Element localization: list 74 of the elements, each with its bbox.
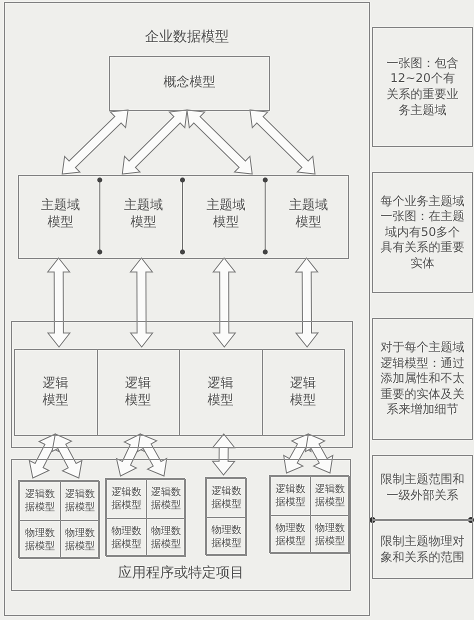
- box-label: 主题域模型: [123, 198, 164, 232]
- logical-band: [11, 321, 353, 448]
- model-group: [205, 477, 246, 555]
- box-label: 逻辑数据模型: [24, 488, 56, 514]
- data-model-cell: [270, 476, 311, 516]
- note-box: [372, 520, 473, 579]
- data-model-cell: [310, 476, 350, 516]
- double-arrow: [304, 433, 334, 474]
- note-box: [372, 455, 473, 520]
- data-model-cell: [146, 518, 186, 557]
- logical-model-box: [179, 349, 262, 436]
- note-box: [372, 172, 473, 293]
- data-model-cell: [60, 520, 100, 559]
- box-label: 物理数据模型: [24, 526, 56, 552]
- box-label: 主题域模型: [206, 198, 246, 232]
- data-model-cell: [106, 479, 147, 519]
- box-label: 物理数据模型: [211, 524, 242, 550]
- logical-model-box: [96, 349, 180, 436]
- model-group: [18, 480, 99, 558]
- data-model-cell: [146, 479, 186, 519]
- logical-model-box: [262, 349, 345, 436]
- data-model-cell: [310, 515, 350, 554]
- box-label: 主题域模型: [40, 198, 81, 232]
- double-arrow: [129, 257, 154, 348]
- box-label: 逻辑数据模型: [64, 488, 96, 514]
- double-arrow: [46, 257, 71, 348]
- double-arrow: [249, 109, 316, 175]
- box-label: 限制主题物理对象和关系的范围: [379, 534, 466, 566]
- data-model-cell: [206, 478, 247, 518]
- box-label: 应用程序或特定项目: [118, 564, 244, 582]
- data-model-cell: [19, 520, 60, 559]
- double-arrow: [62, 109, 129, 175]
- double-arrow: [212, 433, 236, 476]
- box-label: 物理数据模型: [111, 524, 142, 550]
- box-label: 主题域模型: [288, 198, 329, 232]
- box-label: 逻辑模型: [124, 376, 152, 410]
- double-arrow: [212, 257, 236, 348]
- double-arrow: [186, 109, 253, 175]
- box-label: 物理数据模型: [314, 522, 346, 548]
- box-label: 逻辑数据模型: [111, 486, 142, 512]
- double-arrow: [51, 433, 83, 479]
- box-label: 一张图：包含12~20个有关系的重要业务主题域: [385, 56, 460, 118]
- double-arrow: [294, 257, 320, 348]
- double-arrow: [122, 109, 188, 175]
- model-group: [269, 475, 349, 553]
- box-label: 逻辑数据模型: [211, 485, 242, 511]
- box-label: 物理数据模型: [64, 526, 96, 552]
- concept-box: [109, 56, 270, 111]
- box-label: 逻辑模型: [290, 376, 317, 410]
- box-label: 逻辑模型: [42, 376, 70, 410]
- box-label: 每个业务主题域一张图：在主题域内有50多个具有关系的重要实体: [379, 194, 466, 272]
- box-label: 物理数据模型: [275, 522, 306, 548]
- box-label: 逻辑模型: [207, 376, 234, 410]
- box-label: 逻辑数据模型: [275, 483, 306, 509]
- box-label: 对于每个主题域逻辑模型：通过添加属性和不太重要的实体及关系来增加细节: [379, 340, 466, 418]
- subject-band: [18, 175, 349, 259]
- box-label: 物理数据模型: [150, 524, 182, 550]
- application-frame: [11, 459, 351, 591]
- data-model-cell: [106, 518, 147, 557]
- box-label: 逻辑数据模型: [150, 486, 182, 512]
- data-model-cell: [270, 515, 311, 554]
- box-label: 限制主题范围和一级外部关系: [380, 472, 464, 504]
- data-model-cell: [206, 517, 247, 556]
- note-box: [372, 318, 473, 440]
- data-model-cell: [19, 481, 60, 521]
- model-group: [105, 478, 185, 556]
- title: 企业数据模型: [144, 28, 230, 46]
- box-label: 概念模型: [164, 75, 216, 92]
- data-model-cell: [60, 481, 100, 521]
- box-label: 逻辑数据模型: [314, 483, 346, 509]
- note-box: [372, 27, 473, 147]
- double-arrow: [136, 433, 168, 477]
- diagram-frame: [4, 2, 370, 616]
- logical-model-box: [14, 349, 98, 436]
